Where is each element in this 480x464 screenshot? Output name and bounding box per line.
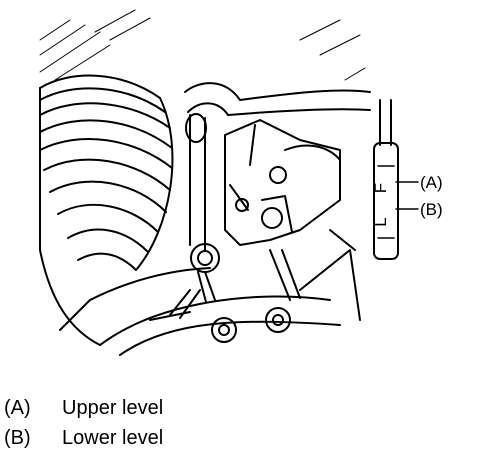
- legend-key: (A): [4, 397, 31, 419]
- bolt-lower-left: [211, 317, 237, 343]
- dipstick-mark-f: F: [371, 183, 390, 193]
- bolts: [149, 243, 301, 343]
- engine-housing: [59, 229, 361, 356]
- background-hatching: [39, 9, 366, 81]
- bolt-lower-right: [265, 307, 291, 333]
- dipstick-blade: [373, 142, 399, 260]
- engine-bay-illustration: F L (A) (B): [39, 9, 443, 356]
- legend-key: (B): [4, 427, 31, 449]
- callout-b: (B): [420, 200, 443, 219]
- legend-label: Lower level: [62, 427, 164, 449]
- callout-a: (A): [420, 173, 443, 192]
- dipstick-mark-l: L: [371, 217, 390, 226]
- legend-item-lower: (B) Lower level: [4, 426, 163, 450]
- mounting-bracket: [224, 119, 341, 246]
- legend-label: Upper level: [62, 397, 164, 419]
- dipstick: [373, 99, 399, 260]
- legend-item-upper: (A) Upper level: [4, 396, 163, 420]
- dipstick-tube: [184, 82, 371, 251]
- air-intake-hose: [39, 74, 174, 346]
